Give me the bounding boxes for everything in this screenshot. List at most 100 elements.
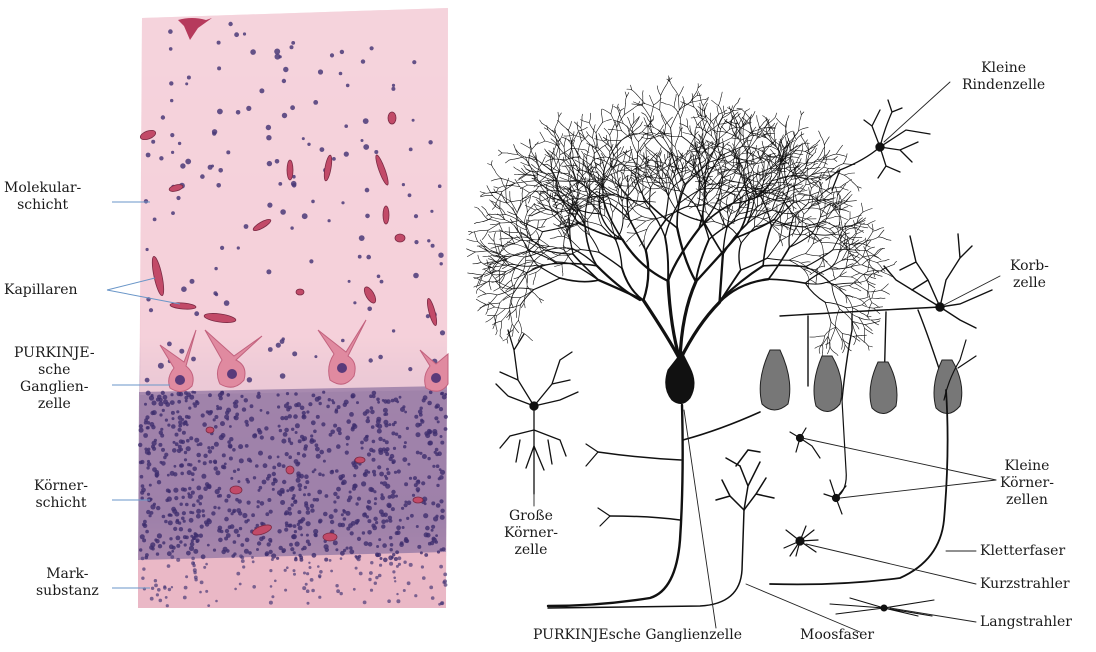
dendrite-branch (861, 240, 865, 242)
nucleus-dot (436, 464, 440, 468)
nucleus-dot (285, 521, 289, 525)
dendrite-branch (789, 254, 805, 261)
nucleus-dot (349, 491, 352, 494)
dendrite-branch (700, 103, 701, 108)
nucleus-dot (297, 510, 301, 514)
dendrite-branch (500, 272, 506, 281)
label-line: Korb- (1010, 258, 1049, 275)
dendrite-branch (480, 195, 492, 196)
dendrite-branch (628, 181, 638, 196)
nucleus-dot (404, 503, 408, 507)
nucleus-dot (157, 588, 161, 592)
nucleus-dot (140, 534, 145, 539)
dendrite-branch (540, 120, 542, 123)
dendrite-branch (673, 87, 679, 96)
nucleus-dot (366, 255, 371, 260)
nucleus-dot (155, 475, 158, 478)
nucleus-dot (176, 536, 181, 541)
nucleus-dot (161, 115, 165, 119)
nucleus-dot (156, 593, 159, 596)
nucleus-dot (242, 565, 245, 568)
nucleus-dot (159, 413, 162, 416)
nucleus-dot (385, 440, 389, 444)
label-langstrahler: Langstrahler (980, 614, 1072, 631)
nucleus-dot (308, 562, 310, 564)
nucleus-dot (395, 495, 398, 498)
nucleus-dot (213, 460, 217, 464)
nucleus-dot (199, 502, 202, 505)
nucleus-dot (230, 524, 235, 529)
dendrite-branch (630, 233, 636, 238)
dendrite-branch (821, 243, 823, 259)
dendrite-branch (618, 154, 625, 159)
dendrite-branch (693, 98, 695, 107)
nucleus-dot (300, 534, 303, 537)
dendrite-branch (538, 227, 545, 228)
dendrite-branch (703, 221, 723, 254)
nucleus-dot (245, 444, 249, 448)
nucleus-dot (146, 426, 149, 429)
nucleus-dot (280, 209, 286, 215)
dendrite-branch (706, 195, 716, 204)
nucleus-dot (144, 418, 148, 422)
dendrite-branch (572, 131, 579, 143)
nucleus-dot (230, 477, 233, 480)
dendrite-branch (720, 200, 726, 204)
nucleus-dot (151, 394, 154, 397)
dendrite-branch (766, 128, 767, 133)
nucleus-dot (374, 150, 378, 154)
nucleus-dot (391, 399, 395, 403)
nucleus-dot (334, 410, 338, 414)
dendrite-branch (536, 219, 546, 220)
nucleus-dot (421, 565, 424, 568)
dendrite-branch (637, 94, 645, 103)
nucleus-dot (140, 475, 144, 479)
dendrite-branch (526, 235, 534, 241)
white-matter (138, 552, 446, 608)
dendrite-branch (504, 292, 510, 297)
nucleus-dot (222, 453, 226, 457)
nucleus-dot (379, 472, 384, 477)
dendrite-branch (496, 276, 500, 279)
nucleus-dot (181, 487, 185, 491)
nucleus-dot (200, 525, 204, 529)
dendrite-branch (631, 151, 632, 159)
dendrite-branch (644, 118, 648, 127)
nucleus-dot (312, 394, 316, 398)
dendrite-branch (540, 211, 552, 214)
nucleus-dot (185, 575, 188, 578)
dendrite-branch (493, 244, 502, 245)
dendrite-branch (652, 192, 656, 195)
nucleus-dot (268, 347, 273, 352)
dendrite-branch (510, 254, 524, 257)
nucleus-dot (266, 411, 269, 414)
nucleus-dot (265, 512, 269, 516)
nucleus-dot (344, 124, 348, 128)
nucleus-dot (190, 535, 193, 538)
dendrite-branch (763, 226, 771, 265)
dendrite-branch (800, 111, 801, 115)
nucleus-dot (179, 527, 183, 531)
dendrite-branch (644, 139, 651, 146)
nucleus-dot (379, 564, 382, 567)
dendrite-branch (605, 145, 610, 151)
dendrite-branch (674, 99, 676, 107)
nucleus-dot (188, 528, 192, 532)
nucleus-dot (167, 474, 170, 477)
nucleus-dot (157, 480, 161, 484)
nucleus-dot (414, 415, 418, 419)
nucleus-dot (233, 470, 236, 473)
dendrite-branch (659, 157, 662, 166)
nucleus-dot (185, 503, 189, 507)
nucleus-dot (396, 530, 401, 535)
nucleus-dot (162, 541, 165, 544)
nucleus-dot (312, 470, 315, 473)
nucleus-dot (240, 543, 244, 547)
dendrite-branch (521, 303, 524, 307)
dendrite-branch (627, 233, 636, 234)
nucleus-dot (250, 404, 254, 408)
dendrite-branch (714, 222, 729, 228)
nucleus-dot (376, 419, 381, 424)
nucleus-dot (272, 466, 276, 470)
dendrite-branch (660, 178, 666, 182)
